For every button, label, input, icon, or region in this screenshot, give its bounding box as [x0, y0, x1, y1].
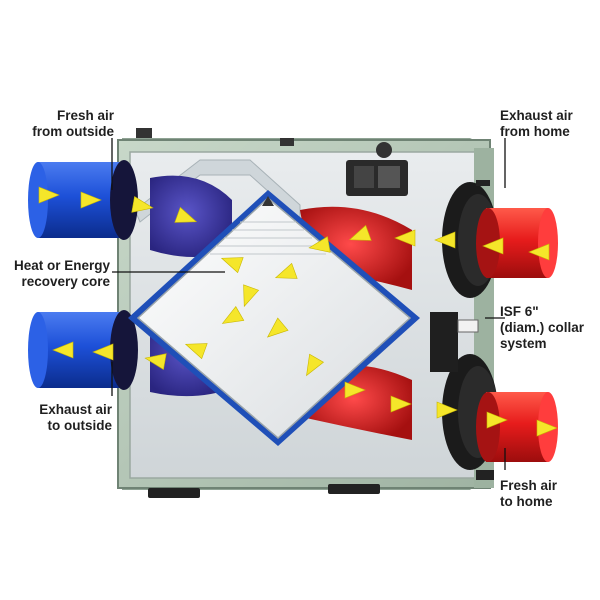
airflow-arrow-icon [482, 237, 504, 255]
label-fresh-air-from-outside: Fresh air from outside [32, 108, 114, 139]
airflow-arrow-icon [174, 206, 198, 223]
airflow-arrow-icon [528, 243, 550, 261]
airflow-arrow-icon [344, 381, 366, 399]
airflow-arrow-icon [306, 353, 324, 377]
airflow-arrow-icon [92, 343, 114, 361]
callout-lines [111, 138, 506, 470]
airflow-arrow-icon [38, 186, 60, 204]
airflow-arrow-icon [131, 196, 154, 213]
airflow-arrow-icon [308, 236, 331, 253]
mounting-foot [148, 488, 200, 498]
airflow-arrow-icon [221, 306, 245, 324]
airflow-arrow-icon [390, 395, 412, 413]
mounting-tab [280, 138, 294, 146]
label-fresh-air-to-home: Fresh air to home [500, 478, 558, 509]
airflow-arrow-icon [184, 343, 208, 360]
airflow-arrow-icon [536, 419, 558, 437]
exhaust-from-home-duct [476, 208, 558, 278]
fresh-air-plenum [150, 175, 232, 257]
airflow-arrow-icon [220, 257, 244, 274]
collar-bracket [430, 312, 458, 372]
airflow-arrow-icon [144, 353, 167, 370]
airflow-arrow-icon [486, 411, 508, 429]
airflow-arrow-icon [266, 317, 289, 338]
control-box [346, 142, 408, 196]
label-exhaust-air-from-home: Exhaust air from home [500, 108, 573, 139]
airflow-arrow-icon [436, 401, 458, 419]
label-collar-system: ISF 6" (diam.) collar system [500, 304, 585, 351]
airflow-arrow-icon [434, 231, 456, 249]
airflow-arrow-icon [394, 229, 416, 247]
airflow-arrow-icon [243, 284, 260, 308]
recovery-core [128, 190, 420, 446]
airflow-arrow-icon [348, 224, 372, 241]
airflow-arrow-icon [80, 191, 102, 209]
label-exhaust-air-to-outside: Exhaust air to outside [39, 402, 112, 433]
exhaust-outlet-duct [28, 310, 138, 390]
label-recovery-core: Heat or Energy recovery core [13, 258, 110, 289]
airflow-arrows [38, 186, 558, 437]
mounting-foot [328, 484, 380, 494]
fresh-air-intake-duct [28, 160, 138, 240]
airflow-arrow-icon [52, 341, 74, 359]
mounting-tab [136, 128, 152, 138]
airflow-arrow-icon [274, 262, 298, 279]
